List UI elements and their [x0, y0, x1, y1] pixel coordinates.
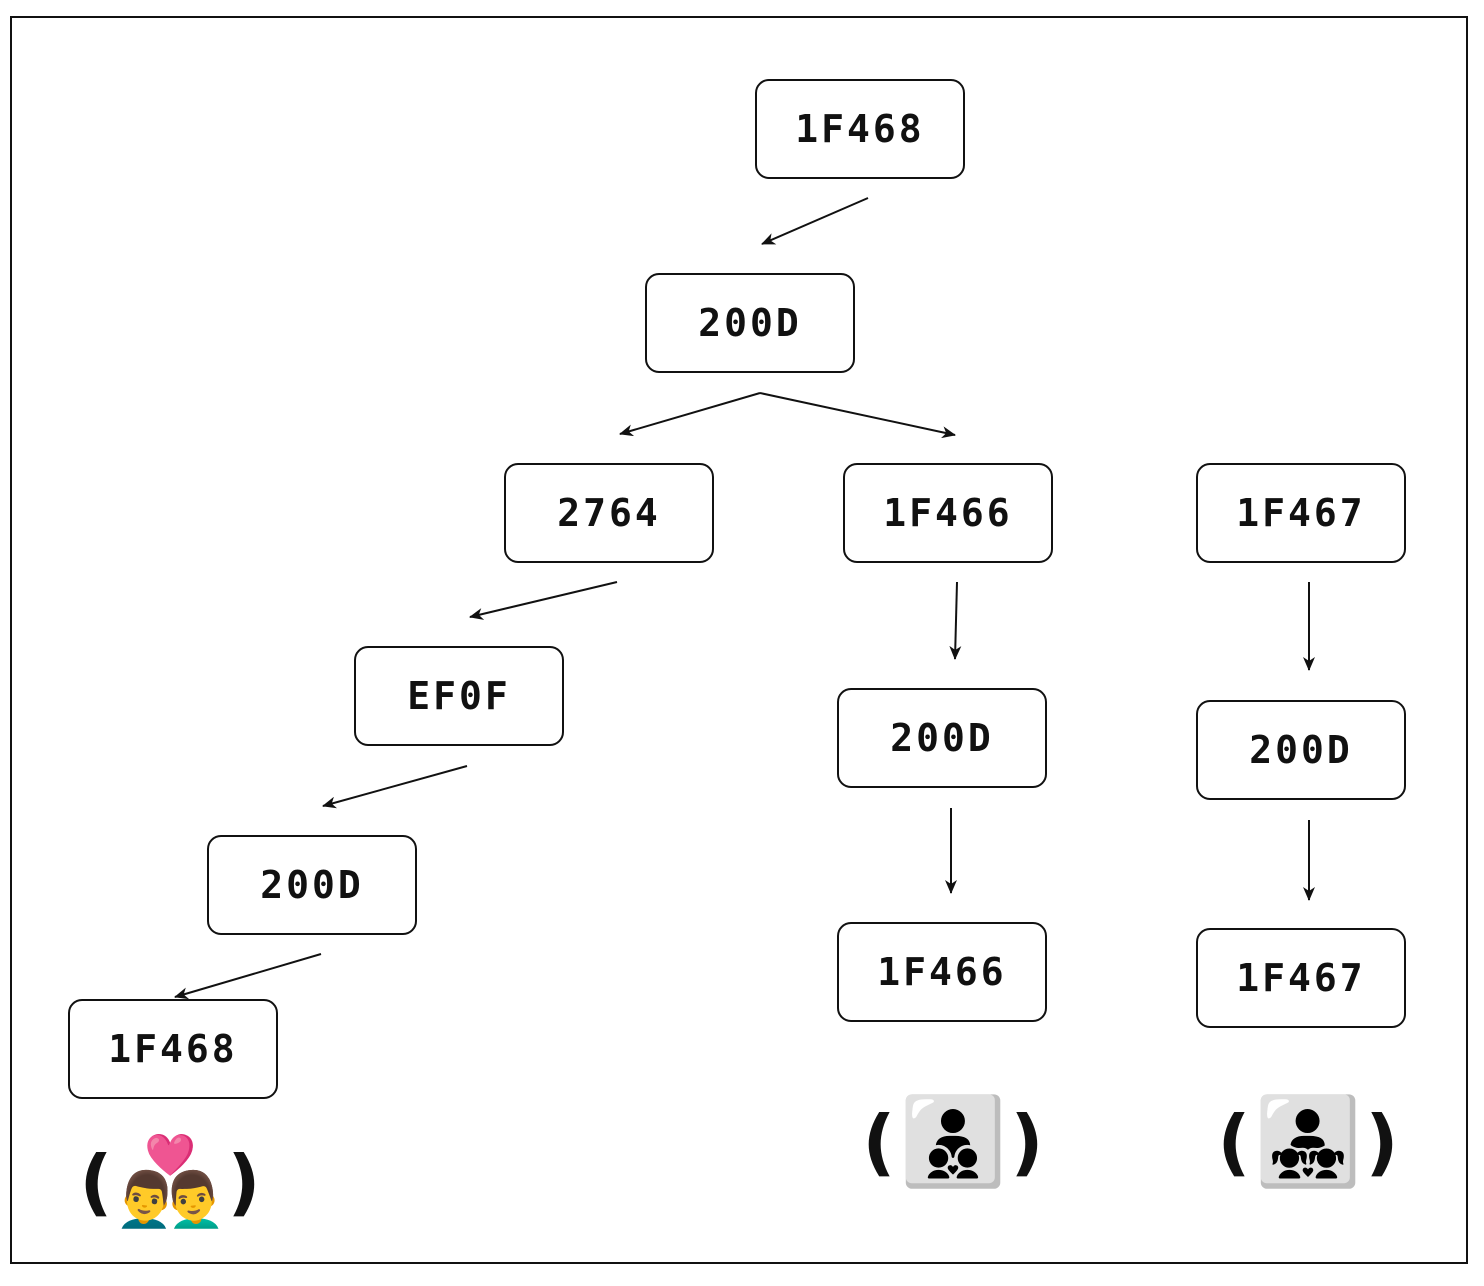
node-root: 1F468 [755, 79, 965, 179]
close-paren: ) [227, 1140, 261, 1224]
close-paren: ) [1365, 1100, 1399, 1184]
arrow-zwj-to-boy [759, 392, 956, 439]
couple-with-heart-icon: 👨‍❤️‍👨 [116, 1132, 224, 1232]
node-vs16: EF0F [354, 646, 564, 746]
node-girl-end: 1F467 [1196, 928, 1406, 1028]
diagram-frame [10, 16, 1468, 1264]
arrow-heart-to-vs16 [469, 581, 618, 620]
family-man-girl-girl-icon: 👨‍👧‍👧 [1254, 1092, 1362, 1192]
arrow-root-to-zwj [761, 197, 869, 245]
emoji-family-man-boy-boy: ( 👨‍👦‍👦 ) [853, 1082, 1053, 1202]
node-zwj-right: 200D [1196, 700, 1406, 800]
open-paren: ( [862, 1100, 896, 1184]
emoji-family-man-girl-girl: ( 👨‍👧‍👧 ) [1208, 1082, 1408, 1202]
node-zwj-top: 200D [645, 273, 855, 373]
emoji-couple-with-heart: ( 👨‍❤️‍👨 ) [70, 1122, 270, 1242]
node-zwj-mid: 200D [837, 688, 1047, 788]
node-boy-end: 1F466 [837, 922, 1047, 1022]
node-man-end: 1F468 [68, 999, 278, 1099]
arrow-zwj-to-heart [619, 392, 761, 437]
node-heart: 2764 [504, 463, 714, 563]
node-girl: 1F467 [1196, 463, 1406, 563]
arrow-vs16-to-zwj [322, 765, 468, 809]
open-paren: ( [1217, 1100, 1251, 1184]
open-paren: ( [79, 1140, 113, 1224]
arrow-boy-to-zwj [949, 581, 962, 660]
node-zwj-left: 200D [207, 835, 417, 935]
family-man-boy-boy-icon: 👨‍👦‍👦 [899, 1092, 1007, 1192]
node-boy: 1F466 [843, 463, 1053, 563]
close-paren: ) [1010, 1100, 1044, 1184]
arrow-zwj-to-man [174, 953, 322, 1000]
